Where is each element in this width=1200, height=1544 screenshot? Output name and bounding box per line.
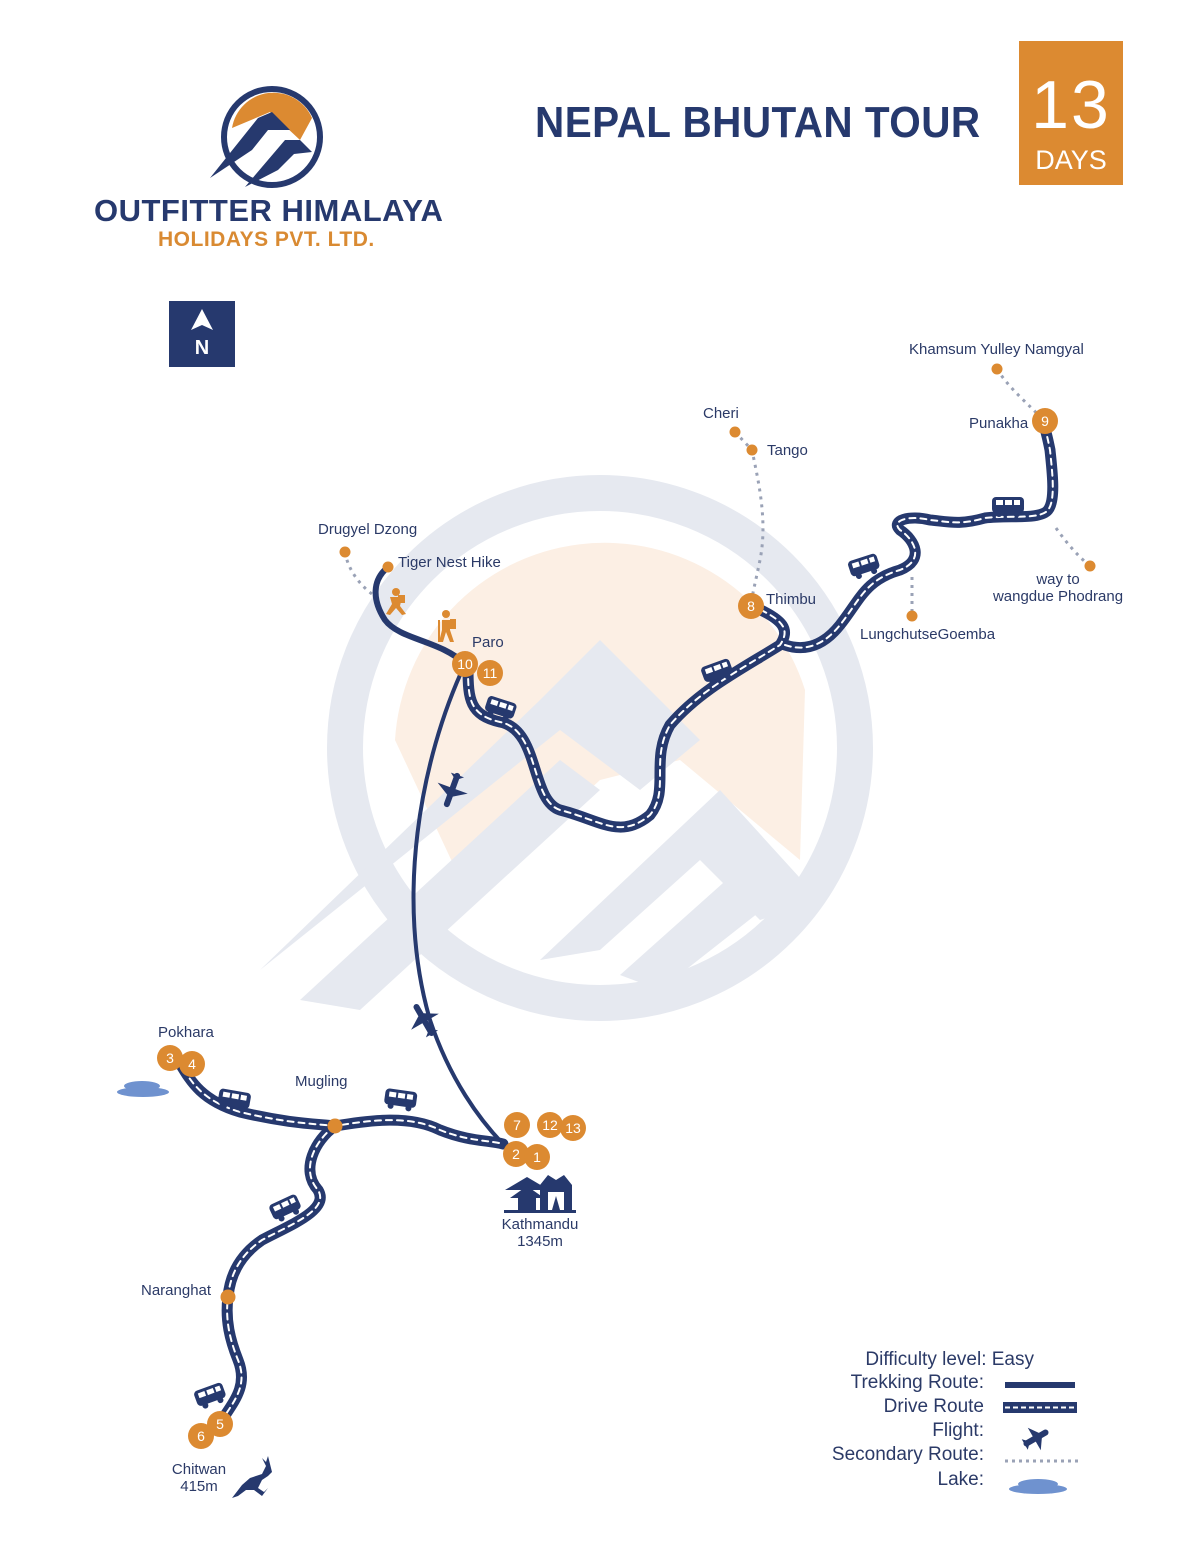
legend-secondary: Secondary Route:: [831, 1444, 984, 1465]
day-badge-7: 7: [504, 1112, 530, 1138]
brand-subtitle: HOLIDAYS PVT. LTD.: [158, 228, 375, 251]
legend-lake: Lake:: [937, 1469, 984, 1490]
day-badge-8: 8: [738, 593, 764, 619]
label-paro: Paro: [472, 634, 504, 651]
day-badge-13: 13: [560, 1115, 586, 1141]
waypoints: [220, 363, 1096, 1305]
deer-icon: [232, 1456, 272, 1498]
label-lungchutse: LungchutseGoemba: [860, 626, 996, 643]
label-tango: Tango: [767, 442, 808, 459]
legend-drive: Drive Route: [883, 1396, 984, 1417]
label-tiger-nest: Tiger Nest Hike: [398, 554, 501, 571]
north-compass: N: [169, 301, 235, 367]
legend-difficulty: Difficulty level: Easy: [865, 1349, 1034, 1370]
label-naranghat: Naranghat: [141, 1282, 212, 1299]
day-badge-10: 10: [452, 651, 478, 677]
flight-route: [411, 663, 505, 1146]
label-chitwan: Chitwan 415m: [160, 1461, 238, 1495]
day-badge-3: 3: [157, 1045, 183, 1071]
bus-icons: [194, 497, 1024, 1409]
watermark-logo: [260, 475, 873, 1021]
day-badge-1: 1: [524, 1144, 550, 1170]
label-drugyel-dzong: Drugyel Dzong: [318, 521, 418, 538]
company-logo-icon: [210, 86, 323, 188]
label-pokhara: Pokhara: [158, 1024, 214, 1041]
legend-flight: Flight:: [932, 1420, 984, 1441]
kathmandu-temple-icon: [504, 1175, 576, 1213]
day-badge-9: 9: [1032, 408, 1058, 434]
label-wangdue-line2: wangdue Phodrang: [992, 588, 1124, 605]
label-punakha: Punakha: [969, 415, 1029, 432]
north-letter: N: [194, 337, 210, 359]
label-wangdue-line1: way to: [1036, 571, 1080, 588]
label-khamsum: Khamsum Yulley Namgyal: [909, 341, 1084, 358]
label-thimbu: Thimbu: [766, 591, 817, 608]
label-kathmandu-name: Kathmandu: [501, 1216, 579, 1233]
label-kathmandu: Kathmandu 1345m: [490, 1216, 590, 1250]
days-label: DAYS: [1035, 145, 1107, 175]
label-chitwan-altitude: 415m: [180, 1478, 218, 1495]
day-badge-11: 11: [477, 660, 503, 686]
label-cheri: Cheri: [703, 405, 739, 422]
trekking-route: [372, 564, 468, 667]
lake-icon: [117, 1081, 169, 1097]
label-chitwan-name: Chitwan: [171, 1461, 227, 1478]
day-badge-12: 12: [537, 1112, 563, 1138]
day-badge-6: 6: [188, 1423, 214, 1449]
north-arrow-icon: [191, 309, 213, 330]
label-mugling: Mugling: [295, 1073, 348, 1090]
legend-symbols: [1003, 1382, 1080, 1494]
drive-routes: [172, 417, 1053, 1426]
days-count: 13: [1031, 67, 1111, 143]
secondary-routes: [343, 368, 1091, 615]
label-kathmandu-altitude: 1345m: [517, 1233, 563, 1250]
label-wangdue: way to wangdue Phodrang: [988, 571, 1128, 605]
page-title: NEPAL BHUTAN TOUR: [535, 98, 981, 147]
days-badge: 13 DAYS: [1019, 41, 1123, 185]
legend-trekking: Trekking Route:: [850, 1372, 984, 1393]
brand-name: OUTFITTER HIMALAYA: [94, 193, 444, 228]
airplane-icons: [411, 772, 468, 1038]
hiker-icons: [386, 588, 456, 642]
day-badge-4: 4: [179, 1051, 205, 1077]
